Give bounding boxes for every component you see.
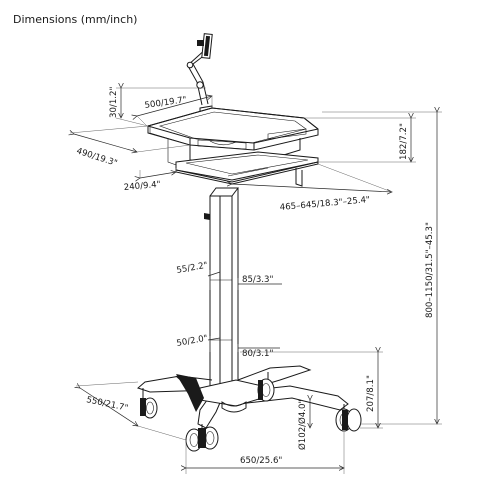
label-overall-height: 800–1150/31.5"–45.3" [425, 222, 435, 318]
caster-left [140, 388, 158, 419]
caster-front-left [185, 424, 219, 452]
label-base-width: 650/25.6" [240, 456, 282, 466]
height-column [209, 187, 239, 399]
tablet-arm [186, 33, 213, 115]
caster-right [335, 404, 362, 432]
diagram-title: Dimensions (mm/inch) [13, 13, 138, 26]
label-caster-diameter: Ø102/Ø4.0" [297, 400, 308, 450]
dimension-lines [70, 88, 442, 474]
label-base-height: 207/8.1" [366, 375, 376, 412]
caster-back-right [257, 372, 275, 402]
casters [140, 372, 362, 452]
label-tray-thickness: 30/1.2" [109, 87, 119, 118]
label-keyboard-width: 465–645/18.3"–25.4" [279, 195, 370, 213]
label-tray-height: 182/7.2" [399, 123, 409, 160]
label-base-depth: 550/21.7" [85, 395, 129, 414]
wheeled-base [137, 365, 349, 429]
label-keyboard-depth: 240/9.4" [123, 180, 161, 193]
label-column-upper-width: 85/3.3" [242, 275, 273, 285]
label-tray-depth: 490/19.3" [75, 146, 118, 169]
label-column-upper-depth: 55/2.2" [176, 261, 209, 276]
label-column-lower-depth: 50/2.0" [176, 334, 209, 349]
label-column-lower-width: 80/3.1" [242, 349, 273, 359]
